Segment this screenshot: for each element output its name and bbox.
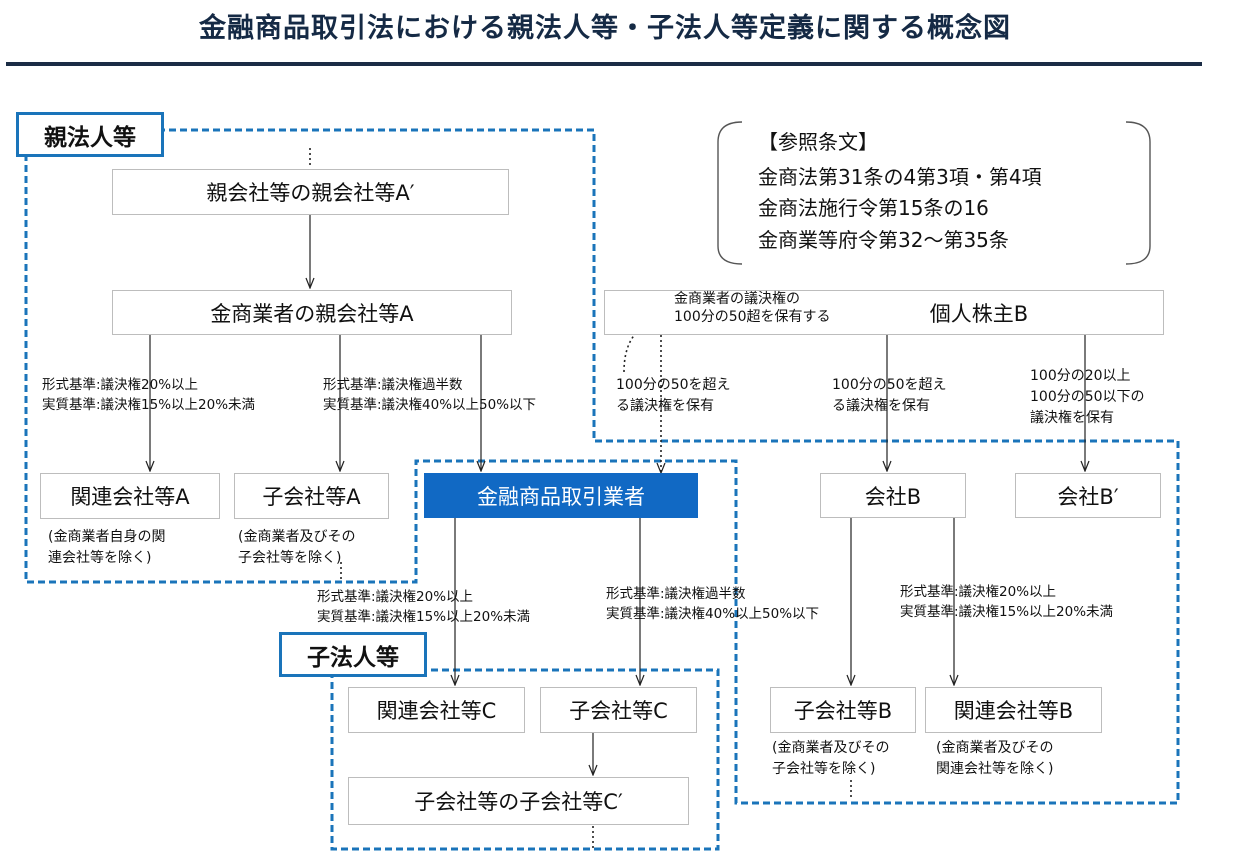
shareholding-note: 100分の50以下の <box>1030 389 1145 405</box>
title-divider <box>6 62 1202 66</box>
exclusion-note: (金商業者及びその <box>238 529 356 545</box>
affiliate-a-box: 関連会社等A <box>40 473 220 519</box>
sub-subsidiary-c-prime-box: 子会社等の子会社等C′ <box>348 777 689 825</box>
criteria-label: 形式基準:議決権20%以上 <box>900 584 1057 600</box>
shareholding-note: る議決権を保有 <box>832 398 930 414</box>
exclusion-note: 子会社等を除く) <box>238 550 342 566</box>
parent-region-border <box>24 128 1180 805</box>
affiliate-c-box: 関連会社等C <box>348 687 525 733</box>
subsidiary-b-box: 子会社等B <box>770 687 916 733</box>
individual-shareholder-b-label: 個人株主B <box>929 301 1029 326</box>
criteria-label: 実質基準:議決権40%以上50%以下 <box>606 606 820 622</box>
child-entities-label: 子法人等 <box>279 632 427 677</box>
reference-line: 金商法施行令第15条の16 <box>758 196 989 220</box>
criteria-label: 形式基準:議決権過半数 <box>323 377 463 393</box>
criteria-label: 実質基準:議決権15%以上20%未満 <box>42 397 256 413</box>
company-b-prime-box: 会社B′ <box>1015 473 1161 518</box>
exclusion-note: (金商業者及びその <box>936 740 1054 756</box>
criteria-label: 実質基準:議決権15%以上20%未満 <box>317 609 531 625</box>
parent-entities-label: 親法人等 <box>16 112 164 157</box>
affiliate-b-box: 関連会社等B <box>925 687 1102 733</box>
criteria-label: 形式基準:議決権20%以上 <box>42 377 199 393</box>
subsidiary-c-box: 子会社等C <box>540 687 697 733</box>
page-title: 金融商品取引法における親法人等・子法人等定義に関する概念図 <box>199 13 1011 44</box>
child-region-border <box>330 668 720 851</box>
shareholding-note: 議決権を保有 <box>1030 410 1114 426</box>
individual-shareholder-b-box: 個人株主B <box>604 290 1164 335</box>
reference-bracket <box>717 121 743 265</box>
criteria-label: 形式基準:議決権20%以上 <box>317 589 474 605</box>
financial-instruments-dealer-box: 金融商品取引業者 <box>424 473 698 518</box>
criteria-label: 実質基準:議決権40%以上50%以下 <box>323 397 537 413</box>
exclusion-note: 関連会社等を除く) <box>936 761 1054 777</box>
exclusion-note: 子会社等を除く) <box>772 761 876 777</box>
reference-line: 金商業等府令第32〜第35条 <box>758 228 1009 252</box>
shareholding-note: 金商業者の議決権の <box>674 291 800 307</box>
company-b-box: 会社B <box>820 473 966 518</box>
shareholding-note: る議決権を保有 <box>616 398 714 414</box>
exclusion-note: 連会社等を除く) <box>48 550 152 566</box>
shareholding-note: 100分の50を超え <box>832 377 947 393</box>
criteria-label: 実質基準:議決権15%以上20%未満 <box>900 604 1114 620</box>
grandparent-company-box: 親会社等の親会社等A′ <box>112 169 509 215</box>
shareholding-note: 100分の20以上 <box>1030 368 1131 384</box>
shareholding-note: 100分の50超を保有する <box>674 309 831 325</box>
criteria-label: 形式基準:議決権過半数 <box>606 586 746 602</box>
exclusion-note: (金商業者自身の関 <box>48 529 166 545</box>
parent-company-a-box: 金商業者の親会社等A <box>112 290 512 335</box>
shareholding-note: 100分の50を超え <box>616 377 731 393</box>
reference-line: 金商法第31条の4第3項・第4項 <box>758 165 1042 189</box>
reference-heading: 【参照条文】 <box>758 130 878 154</box>
subsidiary-a-box: 子会社等A <box>234 473 389 519</box>
exclusion-note: (金商業者及びその <box>772 740 890 756</box>
